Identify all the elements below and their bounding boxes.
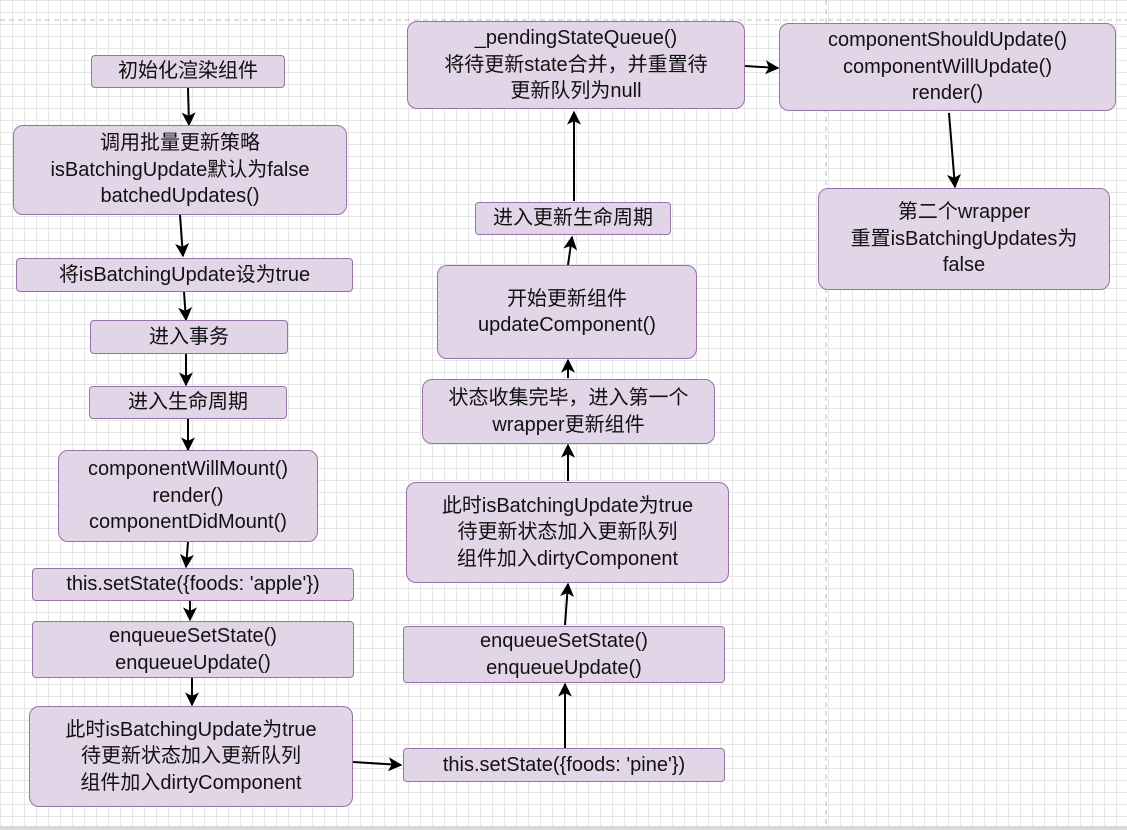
- edge-should-wrap2: [947, 112, 961, 189]
- node-batch-strategy: 调用批量更新策略 isBatchingUpdate默认为false batche…: [13, 125, 347, 215]
- node-dirty-component-2: 此时isBatchingUpdate为true 待更新状态加入更新队列 组件加入…: [406, 482, 729, 583]
- node-state-collected: 状态收集完毕，进入第一个 wrapper更新组件: [422, 379, 715, 444]
- node-mount-lifecycle: componentWillMount() render() componentD…: [58, 450, 318, 542]
- node-second-wrapper: 第二个wrapper 重置isBatchingUpdates为 false: [818, 188, 1110, 290]
- edge-update-life2: [563, 235, 578, 266]
- edge-batch-settrue: [175, 214, 190, 258]
- edge-mount-set1: [180, 541, 194, 569]
- node-setstate-apple: this.setState({foods: 'apple'}): [32, 568, 354, 601]
- node-setstate-pine: this.setState({foods: 'pine'}): [403, 748, 725, 782]
- edge-enq2-dirty2: [560, 582, 575, 626]
- node-set-batching-true: 将isBatchingUpdate设为true: [16, 258, 353, 292]
- node-start-update: 开始更新组件 updateComponent(): [437, 265, 697, 359]
- node-init-render: 初始化渲染组件: [91, 55, 285, 88]
- edge-dirty1-set2: [352, 757, 403, 772]
- node-should-update: componentShouldUpdate() componentWillUpd…: [779, 23, 1116, 111]
- node-enter-update-lifecycle: 进入更新生命周期: [475, 202, 671, 235]
- node-dirty-component-1: 此时isBatchingUpdate为true 待更新状态加入更新队列 组件加入…: [29, 706, 353, 807]
- window-bottom-scrollbar: [0, 826, 1127, 830]
- edge-init-batch: [181, 87, 196, 127]
- node-enqueue-1: enqueueSetState() enqueueUpdate(): [32, 621, 354, 678]
- node-enter-transaction: 进入事务: [90, 320, 288, 354]
- node-enter-lifecycle: 进入生命周期: [89, 386, 287, 419]
- edge-settrue-tx: [178, 291, 193, 322]
- edge-pending-should: [744, 60, 780, 75]
- node-pending-state-queue: _pendingStateQueue() 将待更新state合并，并重置待 更新…: [407, 21, 745, 109]
- node-enqueue-2: enqueueSetState() enqueueUpdate(): [403, 626, 725, 683]
